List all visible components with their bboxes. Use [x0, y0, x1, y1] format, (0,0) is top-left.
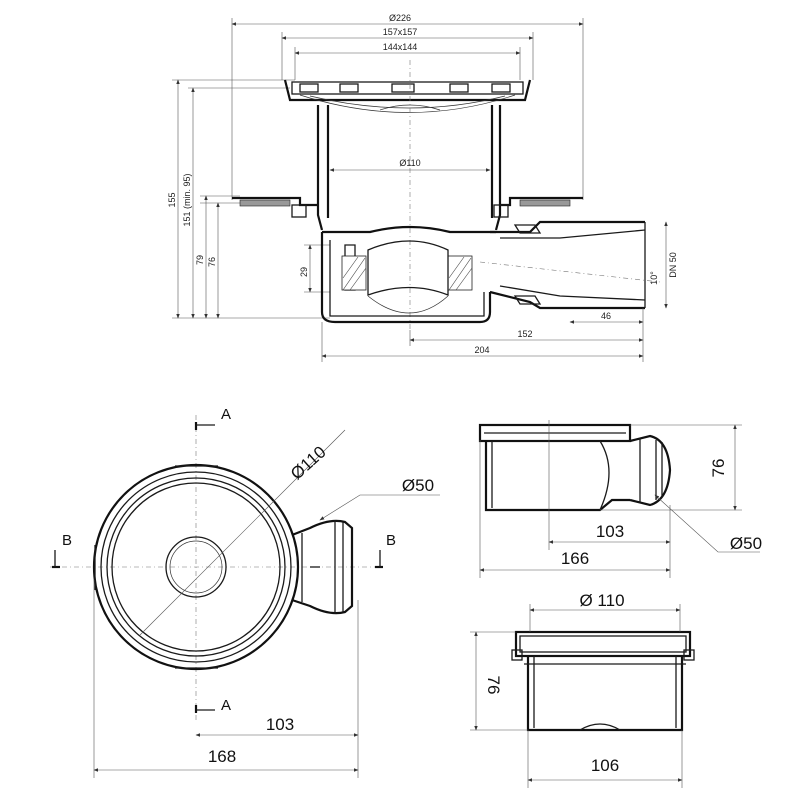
dim-46-label: 46 [601, 311, 611, 321]
section-a-bottom-label: A [221, 697, 231, 714]
grate-frame [283, 79, 532, 113]
dim-155-label: 155 [167, 192, 177, 207]
drain-bowl [320, 225, 496, 324]
dim-151-label: 151 (min. 95) [182, 173, 192, 226]
dim-152-label: 152 [517, 329, 532, 339]
top-view-dimension-lines [93, 580, 359, 778]
dia-110-label: Ø110 [287, 442, 330, 483]
dia-50-label: Ø50 [402, 476, 434, 495]
drain-body-circles [92, 463, 300, 671]
top-view: A A B B Ø110 Ø50 [50, 406, 440, 778]
flange [232, 196, 583, 218]
dim-204-label: 204 [474, 345, 489, 355]
side-view-body [478, 423, 672, 512]
front-view-dimension-lines [470, 604, 683, 788]
top-dimension-lines [231, 18, 584, 200]
dim-29-label: 29 [299, 267, 309, 277]
front-dim-76-label: 76 [484, 676, 503, 695]
section-markers [52, 422, 383, 713]
side-dim-166-label: 166 [561, 549, 589, 568]
dim-76-label: 76 [207, 257, 217, 267]
side-view-dimension-lines [479, 420, 760, 578]
front-dim-110-label: Ø 110 [579, 591, 624, 610]
left-dimension-lines [172, 79, 330, 319]
dim-10deg-label: 10° [649, 271, 659, 285]
dim-157-label: 157x157 [383, 27, 418, 37]
dim-144-label: 144x144 [383, 42, 418, 52]
dim-dn50-label: DN 50 [668, 252, 678, 278]
side-view: 76 103 166 Ø50 [478, 420, 762, 578]
section-view: Ø226 157x157 144x144 155 151 (min. 95) 7… [167, 13, 678, 362]
dim-103-label: 103 [266, 715, 294, 734]
front-view-body [511, 630, 695, 732]
dim-110-label: Ø110 [399, 158, 420, 168]
dim-226-label: Ø226 [389, 13, 411, 23]
trap-hatching [342, 256, 473, 291]
front-view: Ø 110 76 106 [470, 591, 695, 788]
section-b-right-label: B [386, 532, 396, 549]
section-a-top-label: A [221, 406, 231, 423]
side-dim-76-label: 76 [709, 459, 728, 478]
front-dim-106-label: 106 [591, 756, 619, 775]
bottom-dimension-lines [321, 308, 644, 362]
outlet-pipe [479, 220, 661, 310]
section-b-left-label: B [62, 532, 72, 549]
dim-79-label: 79 [195, 255, 205, 265]
outlet-nozzle [291, 519, 354, 615]
drain-body-tube [316, 60, 502, 330]
dia-50-leader [319, 494, 440, 521]
side-dim-50-label: Ø50 [730, 534, 762, 553]
side-dim-103-label: 103 [596, 522, 624, 541]
dia-110-leader [139, 429, 346, 636]
dim-168-label: 168 [208, 747, 236, 766]
